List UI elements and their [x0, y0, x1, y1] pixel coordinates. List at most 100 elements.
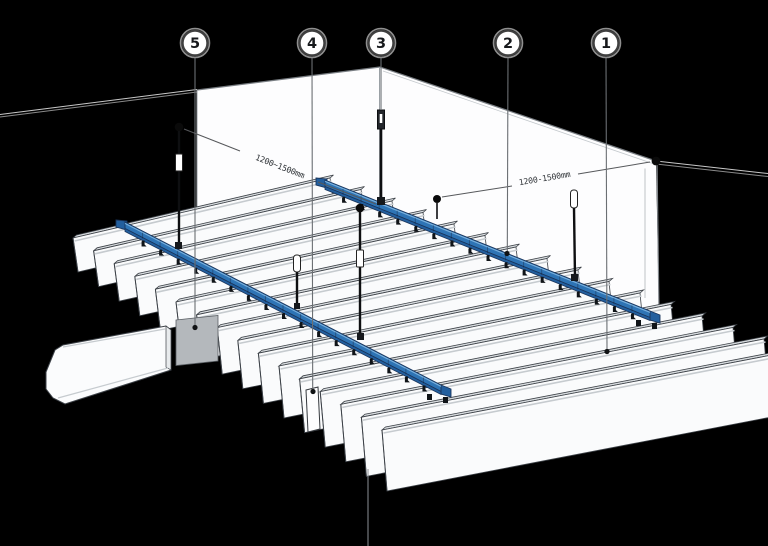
baffle-clip — [211, 276, 217, 283]
baffle-clip — [317, 331, 323, 338]
right-wall-top-inner-line — [382, 70, 655, 165]
baffle-inner-shadow — [342, 329, 735, 409]
callout-ring — [492, 27, 524, 59]
baffle-clip — [264, 303, 270, 310]
baffle-end-edge — [154, 289, 161, 331]
baffle-clip — [396, 218, 402, 225]
rod-rail-clip — [175, 242, 182, 249]
right-wall-right-edge — [656, 160, 660, 315]
baffle-end-edge — [319, 391, 326, 448]
baffle-array — [72, 174, 768, 492]
baffle-inner-shadow — [115, 203, 394, 268]
rail-flange — [324, 185, 651, 322]
baffle-inner-shadow — [383, 358, 768, 434]
baffle-inner-shadow — [300, 306, 673, 383]
baffle-clip — [432, 233, 438, 240]
baffle-inner-shadow — [321, 318, 704, 396]
baffle-clip — [486, 255, 492, 261]
anchor-ball — [433, 195, 441, 203]
baffle-clip — [468, 247, 474, 254]
leader-2-dot — [504, 250, 510, 257]
baffle-clip — [404, 376, 410, 383]
rod-end-cap — [293, 254, 301, 273]
baffle-inner-shadow — [259, 283, 611, 357]
baffle-clip — [387, 367, 393, 374]
dimension-line — [183, 128, 241, 152]
baffle-joint-plate — [305, 386, 321, 433]
leader-1 — [605, 57, 608, 350]
baffle-inner-shadow — [362, 341, 766, 421]
baffle-inner-shadow — [156, 226, 456, 293]
rod-rail-clip — [294, 303, 300, 309]
baffle-end-edge — [113, 263, 120, 302]
callout-number: 4 — [307, 36, 317, 52]
callout-ring — [590, 27, 622, 59]
leader-5-dot — [192, 324, 198, 331]
dimension-line — [577, 161, 651, 175]
baffle-end-edge — [72, 237, 79, 273]
anchor-ball — [651, 156, 661, 166]
left-wall-top-edge — [196, 66, 381, 91]
baffle-clip — [594, 298, 600, 305]
baffle-clip — [612, 305, 618, 312]
baffle-inner-shadow — [94, 191, 363, 255]
detached-baffle-top-line — [62, 328, 166, 348]
end-cover-panel — [175, 315, 219, 366]
rod-adjuster-slot — [379, 114, 383, 123]
baffle-inner-shadow — [280, 295, 642, 370]
baffle-clip — [540, 276, 546, 283]
baffle-end-edge — [237, 340, 244, 389]
baffle-clip — [176, 258, 182, 265]
suspension-rods — [174, 109, 661, 340]
baffle-inner-shadow — [218, 260, 549, 332]
datum-line-right — [655, 160, 768, 174]
leader-4-dot — [310, 388, 316, 395]
baffle-clip — [522, 269, 528, 276]
leader-4 — [311, 57, 314, 390]
baffle-inner-shadow — [197, 249, 518, 319]
callout-ring — [296, 27, 328, 59]
rod-end-cap — [570, 189, 578, 209]
callout-circle — [494, 29, 522, 57]
rod-rail-clip — [377, 197, 385, 205]
hanger-rod — [572, 207, 577, 278]
baffle-inner-shadow — [136, 214, 425, 281]
baffle — [380, 352, 768, 492]
baffle-clip — [378, 211, 384, 218]
callout-number: 3 — [376, 36, 386, 52]
baffle-end-edge — [381, 429, 388, 492]
baffle-clip — [282, 313, 287, 319]
callout-badge-2: 2 — [492, 27, 524, 59]
rail-foot — [427, 394, 432, 400]
detached-baffle-body — [45, 325, 172, 405]
callout-badge-1: 1 — [590, 27, 622, 59]
rod-rail-clip — [357, 333, 364, 340]
baffle-end-edge — [340, 404, 347, 462]
callout-circle — [181, 29, 209, 57]
carrier-rail-front — [115, 219, 452, 403]
leader-1-dot — [604, 348, 610, 355]
detached-baffle — [45, 325, 172, 405]
detached-baffle-end-face — [165, 325, 172, 371]
rail-foot — [652, 323, 657, 329]
baffle-end-edge — [257, 353, 264, 404]
callout-badge-5: 5 — [179, 27, 211, 59]
leader-lines — [192, 57, 610, 546]
callout-number: 5 — [190, 36, 200, 52]
rod-coupler — [175, 153, 183, 172]
detached-baffle-bottom-line — [57, 367, 169, 399]
baffle-clip — [352, 349, 358, 356]
callout-number: 1 — [601, 36, 611, 52]
baffle-clip — [159, 249, 165, 256]
baffle-clip — [630, 313, 636, 320]
datum-line-left — [0, 89, 198, 115]
rail-foot — [443, 397, 448, 403]
datum-line-left-2 — [0, 91, 198, 118]
callout-circle — [298, 29, 326, 57]
callout-circle — [592, 29, 620, 57]
callout-badge-4: 4 — [296, 27, 328, 59]
callout-ring — [365, 27, 397, 59]
baffle-clip — [450, 240, 456, 247]
